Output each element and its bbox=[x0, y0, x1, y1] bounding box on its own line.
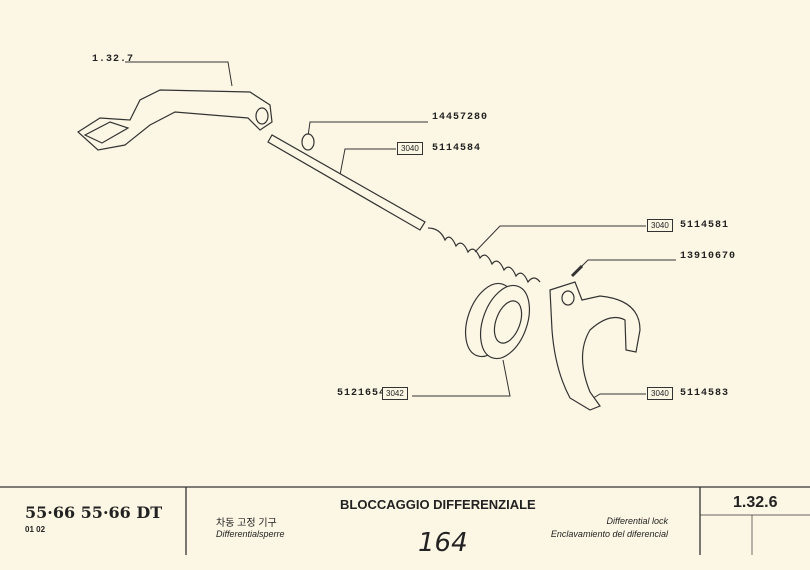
spring-part-number: 5114581 bbox=[680, 220, 730, 231]
leader-sleeve bbox=[412, 359, 511, 397]
pin-part-number: 13910670 bbox=[680, 251, 737, 262]
leader-spring bbox=[474, 225, 646, 253]
fork-part-number: 5114583 bbox=[680, 388, 730, 399]
shaft-code: 3040 bbox=[397, 142, 423, 155]
title-german: Differentialsperre bbox=[216, 529, 285, 539]
section-number: 1.32.6 bbox=[733, 494, 778, 511]
shaft-icon bbox=[267, 134, 426, 231]
title-korean: 차동 고정 기구 bbox=[216, 518, 277, 529]
pedal-icon bbox=[77, 89, 273, 151]
pedal-ref-label: 1.32.7 bbox=[92, 54, 135, 65]
leader-fork bbox=[589, 393, 646, 401]
sleeve-icon bbox=[464, 282, 531, 360]
leader-ring bbox=[307, 121, 428, 137]
fork-code: 3040 bbox=[647, 387, 673, 400]
sleeve-part-number: 5121654 bbox=[337, 388, 387, 399]
title-spanish: Enclavamiento del diferencial bbox=[550, 529, 668, 539]
title-english: Differential lock bbox=[606, 516, 668, 526]
page-title: BLOCCAGGIO DIFFERENZIALE bbox=[340, 497, 536, 512]
ring-icon bbox=[301, 133, 315, 151]
leader-pin bbox=[579, 259, 676, 269]
handwritten-page-number: 164 bbox=[418, 528, 468, 558]
ring-part-number: 14457280 bbox=[432, 112, 489, 123]
leader-shaft bbox=[339, 148, 396, 176]
spring-icon bbox=[427, 227, 541, 284]
leader-pedal bbox=[125, 61, 233, 87]
shaft-part-number: 5114584 bbox=[432, 143, 482, 154]
fork-icon bbox=[549, 281, 641, 411]
sleeve-code: 3042 bbox=[382, 387, 408, 400]
model-sub: 01 02 bbox=[25, 525, 46, 534]
spring-code: 3040 bbox=[647, 219, 673, 232]
model-numbers: 55·66 55·66 DT bbox=[25, 503, 163, 522]
pin-icon bbox=[570, 264, 584, 278]
